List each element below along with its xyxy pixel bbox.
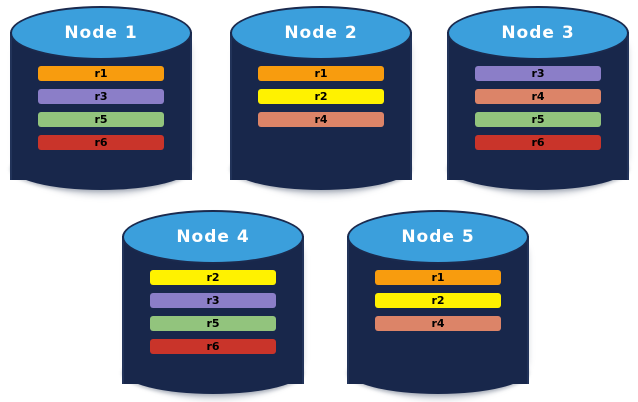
replica-bar-r4[interactable]: r4 (375, 316, 501, 331)
replica-list: r3 r4 r5 r6 (475, 66, 601, 150)
cylinder-top-ellipse (347, 210, 529, 264)
replica-bar-r2[interactable]: r2 (375, 293, 501, 308)
replica-list: r1 r3 r5 r6 (38, 66, 164, 150)
replica-list: r1 r2 r4 (375, 270, 501, 331)
replica-bar-r5[interactable]: r5 (475, 112, 601, 127)
replica-bar-r6[interactable]: r6 (38, 135, 164, 150)
replica-bar-r2[interactable]: r2 (258, 89, 384, 104)
replica-list: r1 r2 r4 (258, 66, 384, 127)
replica-bar-r1[interactable]: r1 (38, 66, 164, 81)
replica-bar-r4[interactable]: r4 (475, 89, 601, 104)
replica-bar-r6[interactable]: r6 (475, 135, 601, 150)
replica-list: r2 r3 r5 r6 (150, 270, 276, 354)
replica-bar-r3[interactable]: r3 (38, 89, 164, 104)
replica-bar-r5[interactable]: r5 (150, 316, 276, 331)
replica-bar-r3[interactable]: r3 (475, 66, 601, 81)
replica-bar-r1[interactable]: r1 (375, 270, 501, 285)
replica-bar-r3[interactable]: r3 (150, 293, 276, 308)
replica-bar-r4[interactable]: r4 (258, 112, 384, 127)
cylinder-top-ellipse (230, 6, 412, 60)
replica-bar-r2[interactable]: r2 (150, 270, 276, 285)
replica-bar-r6[interactable]: r6 (150, 339, 276, 354)
replica-bar-r5[interactable]: r5 (38, 112, 164, 127)
cylinder-top-ellipse (122, 210, 304, 264)
cylinder-top-ellipse (10, 6, 192, 60)
replica-bar-r1[interactable]: r1 (258, 66, 384, 81)
cylinder-top-ellipse (447, 6, 629, 60)
